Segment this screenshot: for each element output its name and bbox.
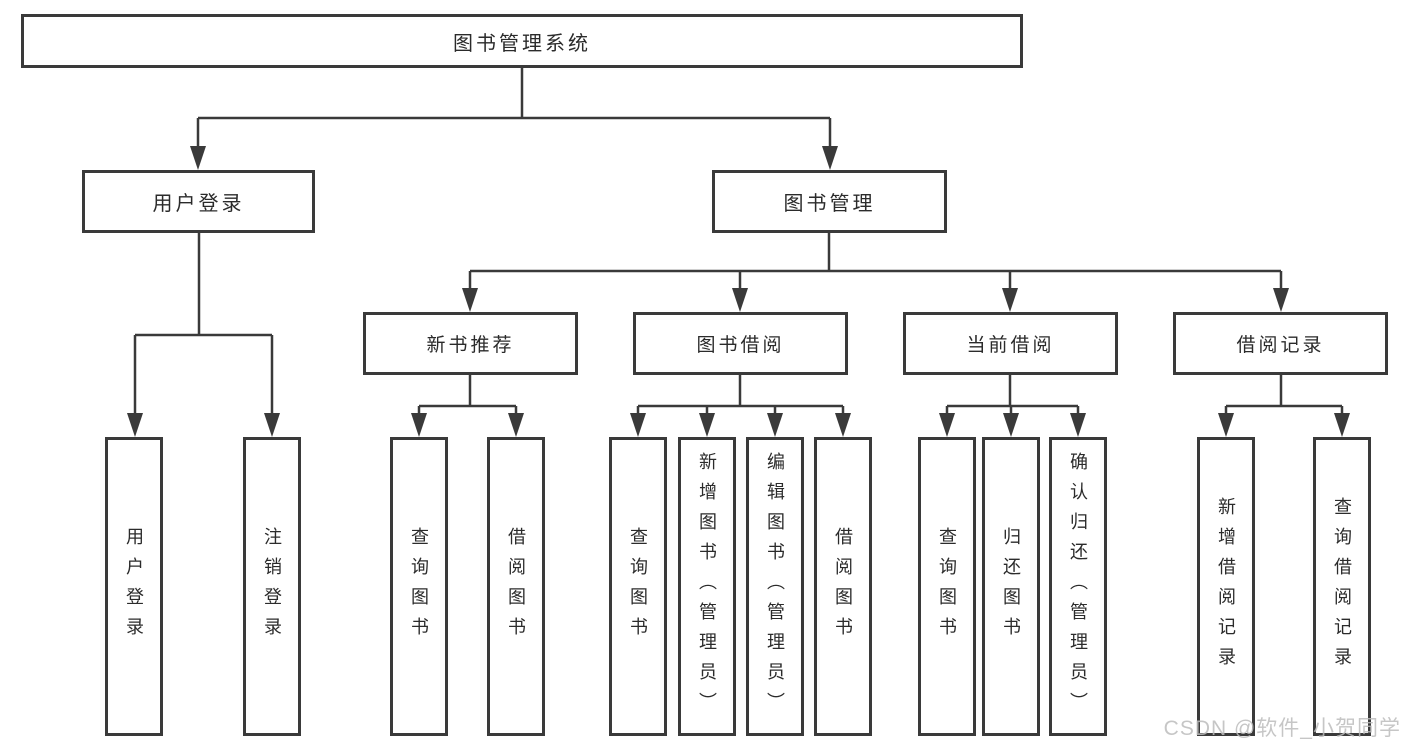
arrowhead-icon [822, 146, 838, 170]
leaf-label: 确认归还（管理员） [1068, 451, 1088, 722]
leaf-query-borrow-record: 查询借阅记录 [1313, 437, 1371, 736]
arrowhead-icon [1002, 288, 1018, 312]
leaf-label: 查询图书 [628, 526, 648, 647]
arrowhead-icon [264, 413, 280, 437]
leaf-confirm-return-admin: 确认归还（管理员） [1049, 437, 1107, 736]
node-new-book-recommend: 新书推荐 [363, 312, 578, 375]
arrowhead-icon [462, 288, 478, 312]
arrowhead-icon [1273, 288, 1289, 312]
leaf-return-books: 归还图书 [982, 437, 1040, 736]
leaf-user-login: 用户登录 [105, 437, 163, 736]
arrowhead-icon [1218, 413, 1234, 437]
arrowhead-icon [508, 413, 524, 437]
arrowhead-icon [1003, 413, 1019, 437]
leaf-label: 注销登录 [262, 526, 282, 647]
node-book-borrow: 图书借阅 [633, 312, 848, 375]
node-label: 当前借阅 [966, 335, 1055, 356]
leaf-label: 编辑图书（管理员） [765, 451, 785, 722]
arrowhead-icon [699, 413, 715, 437]
leaf-label: 归还图书 [1001, 526, 1021, 647]
leaf-query-books-recommend: 查询图书 [390, 437, 448, 736]
leaf-label: 用户登录 [124, 526, 144, 647]
csdn-watermark: CSDN @软件_小贺同学 [1163, 717, 1401, 740]
arrowhead-icon [1070, 413, 1086, 437]
node-label: 图书借阅 [696, 335, 785, 356]
leaf-label: 查询图书 [409, 526, 429, 647]
leaf-label: 新增借阅记录 [1216, 496, 1236, 677]
leaf-label: 查询图书 [937, 526, 957, 647]
leaf-borrow-books: 借阅图书 [814, 437, 872, 736]
leaf-borrow-books-recommend: 借阅图书 [487, 437, 545, 736]
node-label: 新书推荐 [426, 335, 515, 356]
node-label: 用户登录 [152, 193, 245, 215]
leaf-edit-books-admin: 编辑图书（管理员） [746, 437, 804, 736]
node-borrow-record: 借阅记录 [1173, 312, 1388, 375]
node-book-management: 图书管理 [712, 170, 947, 233]
arrowhead-icon [630, 413, 646, 437]
node-current-borrow: 当前借阅 [903, 312, 1118, 375]
arrowhead-icon [1334, 413, 1350, 437]
leaf-label: 借阅图书 [506, 526, 526, 647]
node-library-management-system: 图书管理系统 [21, 14, 1023, 68]
arrowhead-icon [732, 288, 748, 312]
arrowhead-icon [411, 413, 427, 437]
leaf-query-books-current: 查询图书 [918, 437, 976, 736]
leaf-add-books-admin: 新增图书（管理员） [678, 437, 736, 736]
node-label: 借阅记录 [1236, 335, 1325, 356]
node-user-login: 用户登录 [82, 170, 315, 233]
arrowhead-icon [127, 413, 143, 437]
arrowhead-icon [835, 413, 851, 437]
arrowhead-icon [939, 413, 955, 437]
node-label: 图书管理系统 [453, 32, 591, 55]
leaf-add-borrow-record: 新增借阅记录 [1197, 437, 1255, 736]
leaf-query-books: 查询图书 [609, 437, 667, 736]
leaf-label: 查询借阅记录 [1332, 496, 1352, 677]
leaf-label: 新增图书（管理员） [697, 451, 717, 722]
leaf-label: 借阅图书 [833, 526, 853, 647]
arrowhead-icon [190, 146, 206, 170]
leaf-logout: 注销登录 [243, 437, 301, 736]
node-label: 图书管理 [783, 193, 876, 215]
arrowhead-icon [767, 413, 783, 437]
